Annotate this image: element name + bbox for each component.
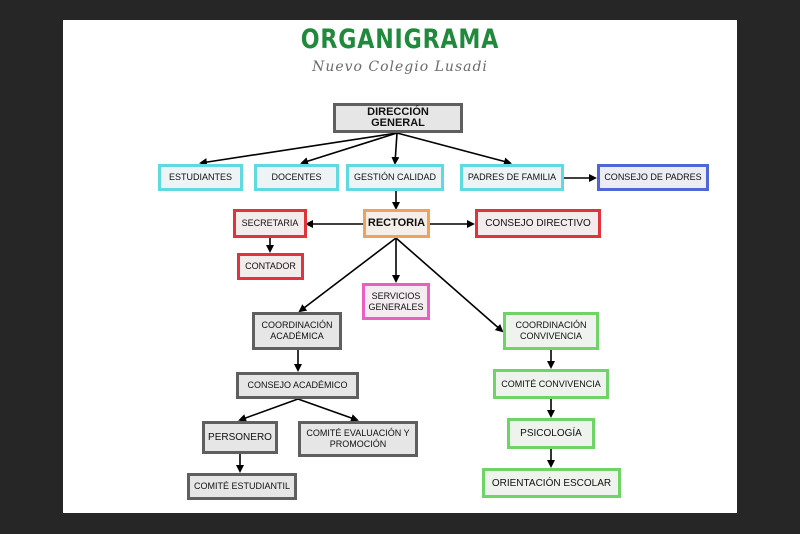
node-secretaria: SECRETARIA [233,209,307,238]
link-consejo-comite-evaluacion [297,398,359,422]
link-direccion-estudiantes [199,132,398,167]
node-contador: CONTADOR [237,253,304,280]
node-consejo-directivo: CONSEJO DIRECTIVO [475,209,601,238]
node-consejo-academico: CONSEJO ACADÉMICO [236,372,359,399]
node-direccion-general: DIRECCIÓN GENERAL [333,103,463,133]
node-gestion-calidad: GESTIÓN CALIDAD [346,164,444,191]
node-docentes: DOCENTES [254,164,339,191]
node-consejo-padres: CONSEJO DE PADRES [597,164,709,191]
link-direccion-gestion [391,132,400,165]
page-title: ORGANIGRAMA [300,24,500,55]
node-servicios-generales: SERVICIOS GENERALES [362,283,430,320]
link-rectoria-coord-convivencia [395,237,504,333]
page-subtitle: Nuevo Colegio Lusadi [312,59,488,75]
node-comite-convivencia: COMITÉ CONVIVENCIA [493,369,609,399]
link-direccion-docentes [300,132,398,166]
node-coordinacion-academica: COORDINACIÓN ACADÉMICA [252,312,342,350]
node-padres-familia: PADRES DE FAMILIA [460,164,564,191]
link-rectoria-coord-academica [298,237,397,313]
link-direccion-padres [396,132,512,166]
node-personero: PERSONERO [202,421,278,454]
link-consejo-personero [238,398,299,422]
node-coordinacion-convivencia: COORDINACIÓN CONVIVENCIA [503,312,599,350]
node-comite-evaluacion: COMITÉ EVALUACIÓN Y PROMOCIÓN [298,421,418,457]
node-psicologia: PSICOLOGÍA [507,418,595,449]
node-orientacion-escolar: ORIENTACIÓN ESCOLAR [482,468,621,498]
node-rectoria: RECTORIA [363,209,430,238]
node-estudiantes: ESTUDIANTES [158,164,243,191]
node-comite-estudiantil: COMITÉ ESTUDIANTIL [187,473,297,500]
